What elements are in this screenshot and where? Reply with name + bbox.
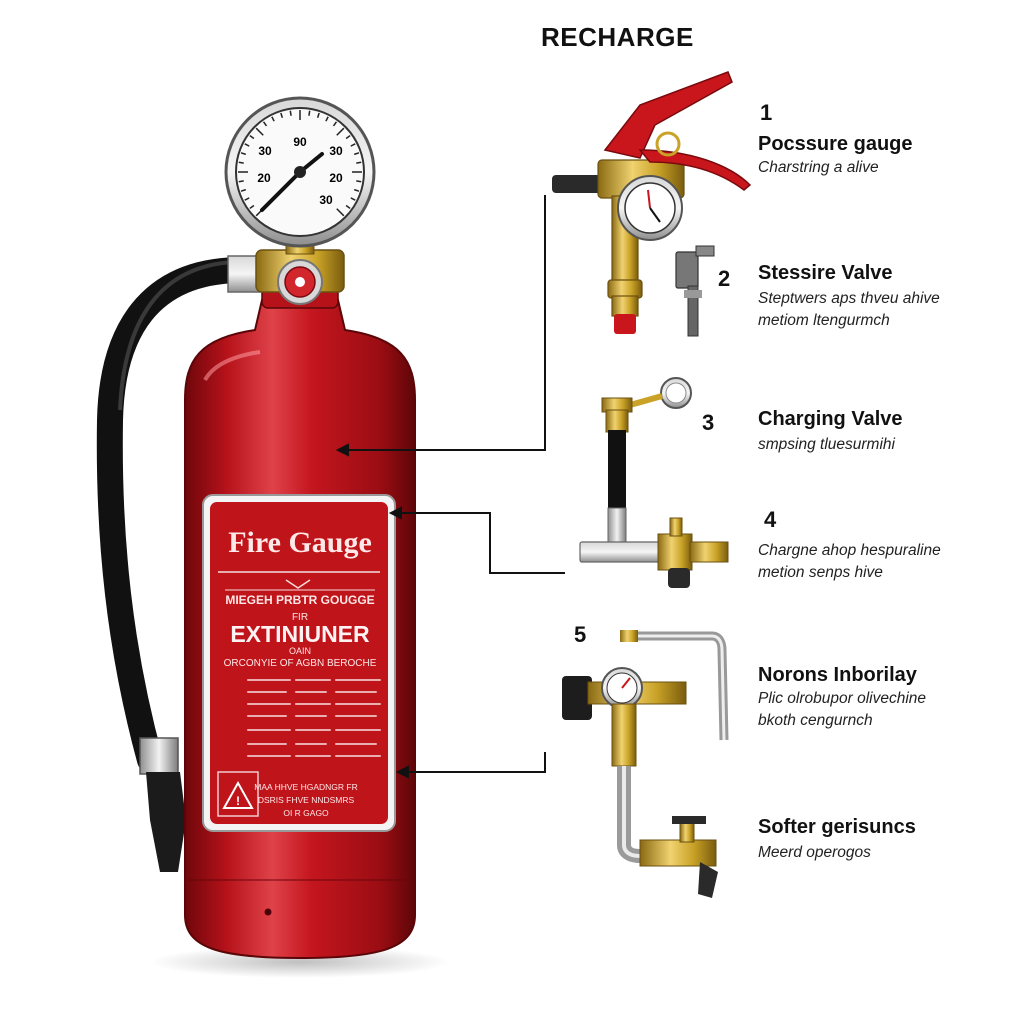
part-5-desc: Plic olrobupor olivechine: [758, 688, 926, 710]
label-line-4: ORCONYIE OF AGBN BEROCHE: [224, 658, 377, 669]
label-title: Fire Gauge: [228, 526, 372, 559]
part-2-desc: metiom ltengurmch: [758, 310, 890, 332]
part-2-stem-valve: [676, 246, 714, 336]
part-3-heading: Charging Valve: [758, 408, 903, 431]
part-4-desc: Chargne ahop hespuraline: [758, 540, 941, 562]
part-4-desc: metion senps hive: [758, 562, 883, 584]
gauge-tick: [356, 181, 361, 182]
part-2-desc: Steptwers aps thveu ahive: [758, 288, 940, 310]
part-3-desc: smpsing tluesurmihi: [758, 434, 895, 456]
part-6-desc: Meerd operogos: [758, 842, 871, 864]
part-5-heading: Norons Inborilay: [758, 664, 917, 687]
part-5-desc: bkoth cengurnch: [758, 710, 873, 732]
part-1-desc: Charstring a alive: [758, 157, 879, 179]
part-1-number: 1: [760, 100, 772, 126]
gauge-number: 90: [293, 135, 307, 149]
gauge-number: 20: [329, 171, 343, 185]
gauge-number: 30: [319, 193, 333, 207]
label-warning-2: DSRIS FHVE NNDSMRS: [258, 795, 355, 805]
label-line-3: OAIN: [289, 646, 311, 656]
label-warning-1: MAA HHVE HGADNGR FR: [254, 782, 357, 792]
part-3-number: 3: [702, 410, 714, 436]
label-main: EXTINIUNER: [230, 621, 370, 647]
part-1-valve-assembly: [552, 72, 750, 334]
part-5-gauge-assembly: [562, 630, 724, 898]
pressure-gauge: 90 30 20 20 30 30: [226, 98, 374, 246]
gauge-tick: [356, 162, 361, 163]
gauge-number: 20: [257, 171, 271, 185]
part-2-heading: Stessire Valve: [758, 262, 893, 285]
part-1-heading: Pocssure gauge: [758, 133, 913, 156]
part-6-heading: Softer gerisuncs: [758, 816, 916, 839]
label-warning-3: OI R GAGO: [283, 808, 329, 818]
label-line-1: MIEGEH PRBTR GOUGGE: [225, 593, 374, 607]
part-4-number: 4: [764, 507, 776, 533]
gauge-tick: [239, 162, 244, 163]
gauge-tick: [239, 181, 244, 182]
part-5-number: 5: [574, 622, 586, 648]
svg-text:!: !: [236, 794, 240, 808]
gauge-number: 30: [329, 144, 343, 158]
page-title: RECHARGE: [541, 22, 694, 53]
gauge-tick: [290, 111, 291, 116]
gauge-tick: [309, 111, 310, 116]
gauge-number: 30: [258, 144, 272, 158]
part-2-number: 2: [718, 266, 730, 292]
